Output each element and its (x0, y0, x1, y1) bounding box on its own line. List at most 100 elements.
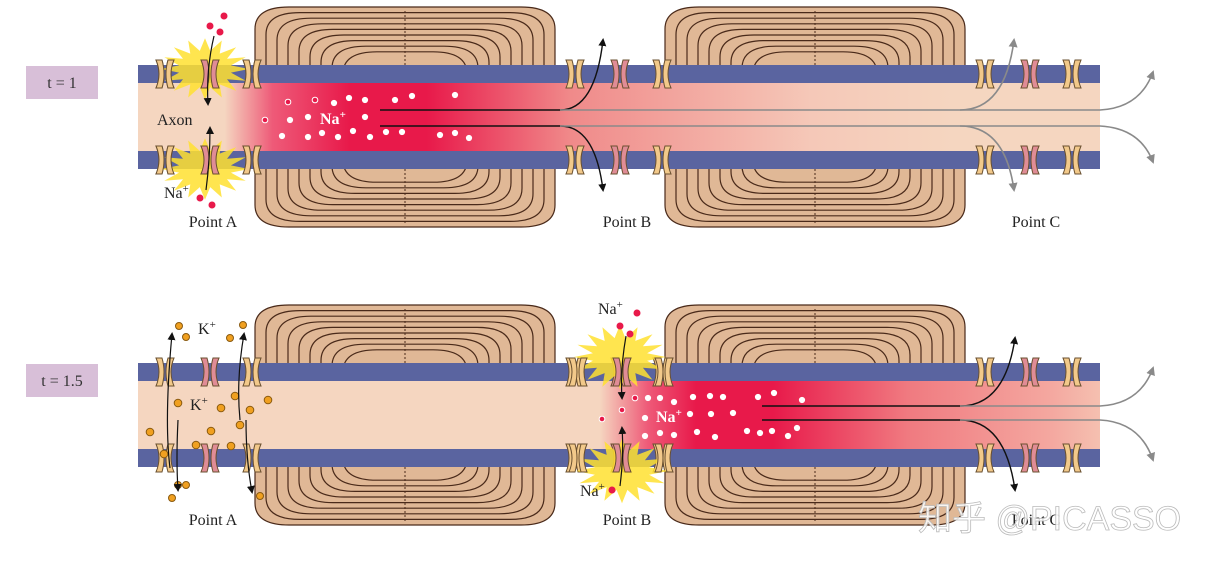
na-ion-inside (641, 432, 649, 440)
na-ion-inside (598, 415, 606, 423)
current-arrow-d-down-2 (960, 419, 1155, 462)
channel-subunit-right (210, 59, 220, 89)
channel-subunit-left (1062, 357, 1072, 387)
sodium-channel (1020, 59, 1040, 89)
channel-subunit-left (612, 357, 622, 387)
myelin-layer (331, 463, 479, 487)
na-ion-inside (408, 92, 416, 100)
k-ion-inside (191, 440, 201, 450)
k-ion-inside (230, 391, 240, 401)
myelin-layer (741, 165, 889, 189)
myelin-layer (741, 343, 889, 367)
na-ion-inside (656, 394, 664, 402)
axon-cytoplasm (138, 83, 1100, 151)
time-label-box (26, 364, 98, 397)
na-label-b-top: Na+ (598, 299, 623, 318)
k-ion (256, 492, 264, 500)
channel-subunit-right (578, 443, 588, 473)
channel-subunit-right (165, 59, 175, 89)
sodium-channel (200, 59, 220, 89)
myelin-layer (331, 165, 479, 189)
k-ion (182, 333, 190, 341)
potassium-channel (975, 443, 995, 473)
na-ion-inside (641, 414, 649, 422)
channel-subunit-left (975, 443, 985, 473)
na-ion (216, 28, 224, 36)
na-ion (206, 22, 214, 30)
myelin-layer (276, 467, 534, 515)
na-ion-inside (286, 116, 294, 124)
na-influx-arrow-b-bottom (618, 426, 627, 487)
channel-subunit-right (1030, 145, 1040, 175)
myelin-layer (686, 467, 944, 515)
sodium-channel (612, 357, 632, 387)
myelin-sheath (254, 160, 556, 228)
axon-cytoplasm (138, 381, 1100, 449)
na-ion-inside (793, 424, 801, 432)
channel-subunit-right (578, 357, 588, 387)
myelin-layer (331, 45, 479, 69)
na-influx-arrow-b-top (617, 335, 627, 400)
myelin-layer (331, 343, 479, 367)
potassium-channel (1062, 59, 1082, 89)
channel-subunit-left (242, 145, 252, 175)
sodium-channel (1020, 145, 1040, 175)
channel-subunit-left (1020, 357, 1030, 387)
channel-subunit-left (155, 145, 165, 175)
channel-subunit-left (1062, 59, 1072, 89)
channel-subunit-left (155, 59, 165, 89)
potassium-channel (1062, 357, 1082, 387)
channel-subunit-right (662, 59, 672, 89)
k-ion-inside (263, 395, 273, 405)
channel-subunit-left (200, 357, 210, 387)
na-ion (208, 201, 216, 209)
k-ion (226, 334, 234, 342)
na-ion-inside (330, 99, 338, 107)
potassium-channel (568, 357, 588, 387)
point-label-c: Point C (1012, 214, 1060, 231)
na-ion-inside (304, 133, 312, 141)
channel-subunit-right (1030, 59, 1040, 89)
channel-subunit-left (610, 59, 620, 89)
channel-subunit-left (242, 59, 252, 89)
channel-subunit-right (985, 443, 995, 473)
na-ion-inside (284, 98, 292, 106)
na-ion-inside (707, 410, 715, 418)
k-ion-inside (145, 427, 155, 437)
channel-subunit-right (210, 443, 220, 473)
na-ion-inside (366, 133, 374, 141)
channel-subunit-right (252, 357, 262, 387)
na-ion (616, 322, 624, 330)
channel-subunit-right (1072, 145, 1082, 175)
k-ion (239, 321, 247, 329)
channel-subunit-left (155, 357, 165, 387)
myelin-sheath (254, 304, 556, 372)
na-ion-inside (391, 96, 399, 104)
channel-subunit-right (985, 357, 995, 387)
current-arrow-d-down (960, 125, 1155, 164)
na-ion (626, 330, 634, 338)
na-ion-inside (631, 394, 639, 402)
channel-subunit-right (1072, 443, 1082, 473)
k-ion (182, 481, 190, 489)
na-ion (608, 486, 616, 494)
channel-subunit-right (252, 145, 262, 175)
myelin-sheath (664, 6, 966, 74)
channel-subunit-right (1030, 443, 1040, 473)
na-ion-inside (349, 127, 357, 135)
na-ion-inside (318, 129, 326, 137)
channel-subunit-left (200, 145, 210, 175)
na-ion-inside (436, 131, 444, 139)
myelin-layer (276, 315, 534, 363)
myelin-layer (276, 17, 534, 65)
na-ion-inside (382, 128, 390, 136)
channel-subunit-left (200, 443, 210, 473)
channel-subunit-left (1020, 59, 1030, 89)
sodium-channel (1020, 357, 1040, 387)
na-ion-inside (451, 91, 459, 99)
sodium-channel (612, 443, 632, 473)
myelin-layer (298, 326, 512, 363)
na-ion-inside (711, 433, 719, 441)
na-ion-inside (618, 406, 626, 414)
